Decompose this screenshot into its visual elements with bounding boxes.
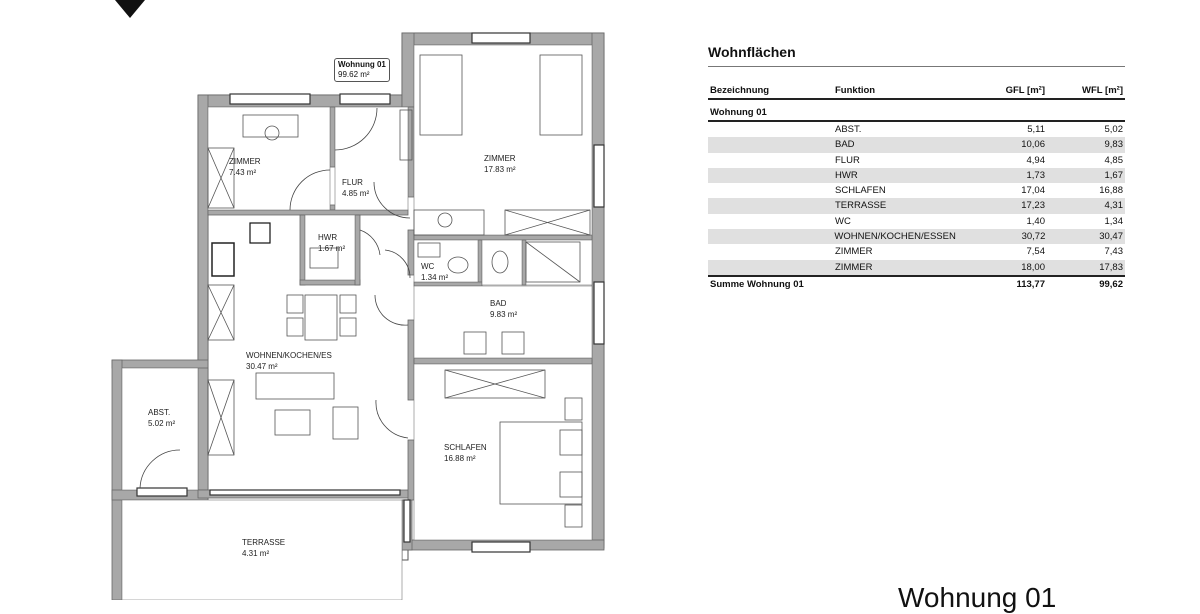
table-row: ABST. 5,11 5,02 <box>708 122 1125 137</box>
cell-wfl: 5,02 <box>1104 124 1124 135</box>
room-name: ABST. <box>148 408 171 417</box>
cell-gfl: 1,73 <box>1026 169 1046 181</box>
doors <box>139 107 411 489</box>
room-name: ZIMMER <box>229 157 261 166</box>
table-row: HWR 1,73 1,67 <box>708 167 1125 184</box>
cell-gfl: 17,04 <box>1021 185 1045 197</box>
room-label-bad: BAD 9.83 m² <box>490 298 517 320</box>
area-table: Wohnflächen Bezeichnung Funktion GFL [m²… <box>708 44 1125 290</box>
north-arrow-icon <box>115 0 145 18</box>
room-area: 30.47 m² <box>246 362 278 371</box>
cell-wfl: 4,31 <box>1104 200 1124 212</box>
table-header: Bezeichnung Funktion GFL [m²] WFL [m²] <box>708 85 1125 100</box>
apartment-tag-area: 99.62 m² <box>338 70 370 79</box>
sum-label: Summe Wohnung 01 <box>710 278 804 290</box>
room-area: 4.85 m² <box>342 189 370 198</box>
sum-wfl: 99,62 <box>1099 278 1123 290</box>
floor-plan <box>111 32 605 600</box>
header-bezeichnung: Bezeichnung <box>710 85 770 96</box>
room-label-schlafen: SCHLAFEN 16.88 m² <box>444 442 487 464</box>
cell-funktion: WOHNEN/KOCHEN/ESSEN <box>834 231 956 243</box>
cell-wfl: 4,85 <box>1104 154 1124 166</box>
room-area: 1.34 m² <box>421 273 449 282</box>
header-funktion: Funktion <box>835 85 876 96</box>
table-row: WC 1,40 1,34 <box>708 214 1125 229</box>
apartment-tag: Wohnung 01 99.62 m² <box>334 58 390 82</box>
room-name: WOHNEN/KOCHEN/ES <box>246 351 332 360</box>
cell-gfl: 7,54 <box>1026 246 1046 258</box>
cell-gfl: 4,94 <box>1026 154 1046 166</box>
cell-wfl: 1,34 <box>1104 215 1124 227</box>
apartment-tag-name: Wohnung 01 <box>338 60 386 69</box>
cell-wfl: 7,43 <box>1104 246 1124 258</box>
room-label-wohnen: WOHNEN/KOCHEN/ES 30.47 m² <box>246 350 332 372</box>
room-area: 5.02 m² <box>148 419 176 428</box>
table-row: ZIMMER 7,54 7,43 <box>708 244 1125 259</box>
room-label-abst: ABST. 5.02 m² <box>148 407 175 429</box>
table-title: Wohnflächen <box>708 44 1125 67</box>
cell-wfl: 16,88 <box>1099 185 1123 197</box>
group-label: Wohnung 01 <box>708 107 1125 122</box>
cell-gfl: 10,06 <box>1021 139 1045 151</box>
room-label-zimmer-large: ZIMMER 17.83 m² <box>484 153 516 175</box>
cell-gfl: 1,40 <box>1026 215 1046 227</box>
room-area: 17.83 m² <box>484 165 516 174</box>
table-sum-row: Summe Wohnung 01 113,77 99,62 <box>708 274 1125 290</box>
cell-wfl: 30,47 <box>1099 231 1123 243</box>
footer-title: Wohnung 01 <box>898 582 1057 613</box>
windows <box>136 32 605 553</box>
cell-funktion: FLUR <box>835 154 860 166</box>
cell-funktion: WC <box>835 215 851 227</box>
room-name: SCHLAFEN <box>444 443 487 452</box>
cell-gfl: 5,11 <box>1027 124 1045 135</box>
sum-gfl: 113,77 <box>1016 278 1045 290</box>
room-label-terrasse: TERRASSE 4.31 m² <box>242 537 285 559</box>
room-area: 7.43 m² <box>229 168 257 177</box>
room-label-zimmer-small: ZIMMER 7.43 m² <box>229 156 261 178</box>
room-name: FLUR <box>342 178 363 187</box>
cell-gfl: 18,00 <box>1021 261 1045 273</box>
room-label-hwr: HWR 1.67 m² <box>318 232 345 254</box>
room-area: 1.67 m² <box>318 244 346 253</box>
cell-wfl: 17,83 <box>1099 261 1123 273</box>
cell-funktion: TERRASSE <box>835 200 887 212</box>
room-name: ZIMMER <box>484 154 516 163</box>
table-row: BAD 10,06 9,83 <box>708 137 1125 153</box>
cell-gfl: 17,23 <box>1021 200 1045 212</box>
furniture <box>207 54 591 528</box>
cell-funktion: HWR <box>835 169 858 181</box>
room-name: TERRASSE <box>242 538 286 547</box>
room-label-wc: WC 1.34 m² <box>421 261 448 283</box>
cell-funktion: SCHLAFEN <box>835 185 886 197</box>
room-name: HWR <box>318 233 338 242</box>
room-area: 9.83 m² <box>490 310 518 319</box>
table-row: ZIMMER 18,00 17,83 <box>708 259 1125 275</box>
room-area: 4.31 m² <box>242 549 270 558</box>
table-row: TERRASSE 17,23 4,31 <box>708 198 1125 214</box>
room-area: 16.88 m² <box>444 454 476 463</box>
cell-wfl: 1,67 <box>1104 169 1124 181</box>
table-row: SCHLAFEN 17,04 16,88 <box>708 183 1125 198</box>
table-row: WOHNEN/KOCHEN/ESSEN 30,72 30,47 <box>708 229 1125 245</box>
cell-gfl: 30,72 <box>1021 231 1046 243</box>
cell-wfl: 9,83 <box>1104 139 1124 151</box>
room-name: WC <box>421 262 435 271</box>
header-wfl: WFL [m²] <box>1082 85 1123 96</box>
cell-funktion: ABST. <box>835 124 862 135</box>
table-row: FLUR 4,94 4,85 <box>708 153 1125 168</box>
cell-funktion: ZIMMER <box>835 246 873 258</box>
header-gfl: GFL [m²] <box>1005 85 1045 96</box>
room-name: BAD <box>490 299 507 308</box>
cell-funktion: BAD <box>835 139 855 151</box>
cell-funktion: ZIMMER <box>835 261 873 273</box>
room-label-flur: FLUR 4.85 m² <box>342 177 369 199</box>
